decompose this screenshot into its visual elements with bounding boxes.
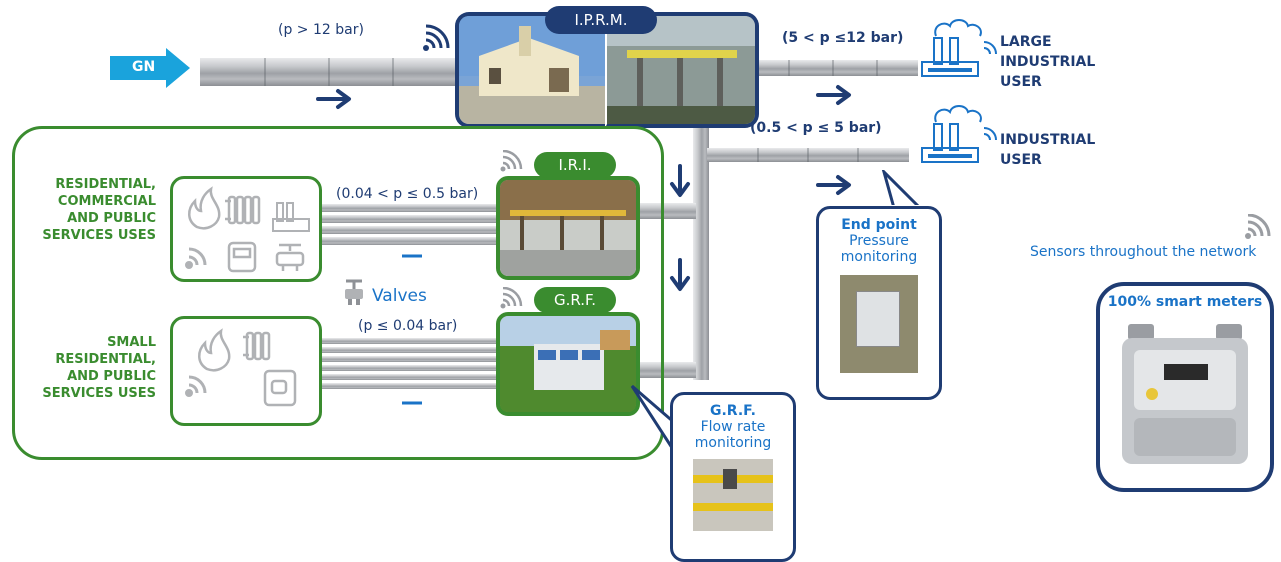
grf-feed-pipe — [634, 362, 696, 378]
factory-small-icon — [272, 202, 310, 232]
industrial-user-label: INDUSTRIAL USER — [1000, 132, 1096, 168]
medium-pressure-pipe — [320, 226, 498, 234]
gn-label: GN — [132, 59, 156, 75]
medium-pressure-pipe — [320, 215, 498, 223]
medium-pressure-pipe — [320, 237, 498, 245]
end-point-line2: monitoring — [840, 249, 918, 265]
low-pressure-pipe — [320, 383, 498, 389]
grf-callout-line2: monitoring — [694, 435, 772, 451]
low-pressure-pipe — [320, 365, 498, 371]
industrial-pipe — [707, 148, 909, 162]
wifi-signal-icon — [500, 287, 523, 309]
low-pressure-pipe — [320, 356, 498, 362]
main-high-pressure-pipe — [200, 58, 468, 86]
gas-meter-icon — [263, 369, 297, 407]
flow-arrow-right-icon — [316, 89, 351, 109]
pressure-label-low: (p ≤ 0.04 bar) — [358, 318, 458, 334]
distribution-network-area — [12, 126, 664, 460]
radiator-icon — [243, 331, 271, 361]
flow-arrow-left-icon — [402, 401, 422, 405]
factory-icon — [921, 105, 997, 163]
large-industrial-pipe — [752, 60, 918, 76]
grf-station-label: G.R.F. — [553, 291, 597, 309]
residential-uses-label: RESIDENTIAL, COMMERCIAL AND PUBLIC SERVI… — [42, 177, 156, 243]
gas-meter-icon — [227, 241, 257, 273]
large-industrial-user-label: LARGE INDUSTRIAL USER — [1000, 34, 1096, 90]
medium-pressure-pipe — [320, 204, 498, 212]
iprm-station-label: I.P.R.M. — [574, 11, 628, 29]
wifi-signal-icon — [185, 247, 207, 269]
small-residential-uses-icon-box — [170, 316, 322, 426]
grf-callout-line1: Flow rate — [700, 419, 766, 435]
grf-callout-title: G.R.F. — [710, 403, 756, 419]
vertical-distribution-pipe — [693, 118, 709, 380]
flame-icon — [198, 328, 231, 372]
factory-icon — [921, 19, 997, 77]
iri-station-tag: I.R.I. — [534, 152, 616, 178]
valves-label: Valves — [372, 286, 427, 306]
pressure-label-high: (p > 12 bar) — [278, 22, 364, 38]
wifi-signal-icon — [500, 150, 523, 172]
wifi-signal-icon — [423, 24, 450, 51]
pressure-label-industrial: (0.5 < p ≤ 5 bar) — [750, 120, 882, 136]
grf-callout-photo — [693, 459, 773, 531]
smart-meters-box: 100% smart meters — [1096, 282, 1274, 492]
flow-arrow-down-icon — [670, 258, 690, 291]
iprm-station-tag: I.P.R.M. — [545, 6, 657, 34]
valve-icon — [275, 243, 305, 271]
valve-icon — [345, 279, 363, 305]
iri-station-photo — [496, 176, 640, 280]
flow-arrow-right-icon — [816, 175, 851, 195]
low-pressure-pipe — [320, 374, 498, 380]
pressure-label-medium: (0.04 < p ≤ 0.5 bar) — [336, 186, 479, 202]
grf-flow-callout: G.R.F. Flow rate monitoring — [670, 392, 796, 562]
wifi-signal-icon — [185, 375, 207, 397]
smart-meter-icon — [1122, 324, 1248, 464]
end-point-photo — [840, 275, 918, 373]
sensors-label: Sensors throughout the network — [1030, 244, 1257, 260]
low-pressure-pipe — [320, 347, 498, 353]
gn-source-arrow: GN — [110, 48, 192, 88]
flow-arrow-down-icon — [670, 164, 690, 197]
end-point-title: End point — [841, 217, 917, 233]
flow-arrow-right-icon — [816, 85, 851, 105]
small-residential-uses-label: SMALL RESIDENTIAL, AND PUBLIC SERVICES U… — [42, 335, 156, 401]
end-point-callout: End point Pressure monitoring — [816, 206, 942, 400]
grf-station-photo — [496, 312, 640, 416]
end-point-line1: Pressure — [849, 233, 909, 249]
low-pressure-pipe — [320, 338, 498, 344]
residential-uses-icon-box — [170, 176, 322, 282]
radiator-icon — [225, 195, 261, 225]
iprm-station-photo-building — [455, 12, 609, 128]
iri-feed-pipe — [634, 203, 696, 219]
wifi-signal-icon — [1245, 214, 1271, 239]
callout-pointer — [881, 170, 924, 210]
smart-meters-label: 100% smart meters — [1107, 294, 1263, 310]
grf-station-tag: G.R.F. — [534, 287, 616, 313]
iri-station-label: I.R.I. — [558, 156, 592, 174]
flame-icon — [188, 186, 221, 230]
flow-arrow-left-icon — [402, 254, 422, 258]
pressure-label-large-industrial: (5 < p ≤12 bar) — [782, 30, 904, 46]
